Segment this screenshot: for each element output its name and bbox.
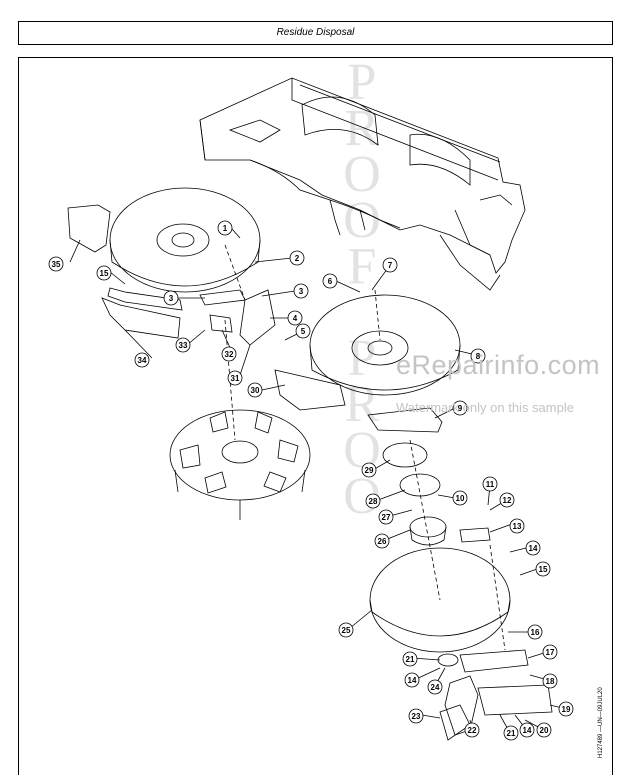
hub-plate-29 [382, 442, 428, 468]
callout-28: 28 [369, 497, 378, 506]
band-15 [107, 287, 183, 311]
callout-33: 33 [179, 341, 188, 350]
callout-15b: 15 [539, 565, 548, 574]
callout-8: 8 [476, 352, 481, 361]
spreader-disk-lower [169, 409, 311, 520]
callout-29: 29 [365, 466, 374, 475]
spreader-disk-upper [109, 187, 261, 293]
callout-17: 17 [546, 648, 555, 657]
callout-5: 5 [301, 327, 306, 336]
spreader-disk-25 [369, 547, 511, 653]
callout-21b: 21 [507, 729, 516, 738]
callout-21: 21 [406, 655, 415, 664]
callout-1: 1 [223, 224, 228, 233]
callout-3b: 3 [299, 287, 304, 296]
bracket-13 [459, 527, 491, 543]
callout-11: 11 [486, 480, 495, 489]
hub-plate-28 [399, 473, 441, 497]
site-watermark: eRepairinfo.com [396, 350, 601, 380]
bracket-19 [477, 684, 553, 716]
figure-reference: H127489 —UN—09JUL20 [598, 687, 604, 758]
callout-34: 34 [138, 356, 147, 365]
figure-frame [18, 57, 613, 775]
hub-24 [437, 653, 459, 667]
callout-16: 16 [531, 628, 540, 637]
page-title: Residue Disposal [276, 27, 355, 38]
callout-14b: 14 [408, 676, 417, 685]
spreader-disk-8 [309, 294, 461, 396]
callout-32: 32 [225, 350, 234, 359]
callout-26: 26 [378, 537, 387, 546]
callout-15: 15 [100, 269, 109, 278]
plate-23 [439, 704, 471, 741]
callout-10: 10 [456, 494, 465, 503]
callout-7: 7 [388, 261, 393, 270]
callout-2: 2 [295, 254, 300, 263]
callout-14c: 14 [523, 726, 532, 735]
callout-6: 6 [328, 277, 333, 286]
paddle-3 [199, 289, 246, 306]
bat-4 [239, 289, 276, 346]
arm-17 [459, 649, 529, 673]
callout-4: 4 [293, 314, 298, 323]
callout-3: 3 [169, 294, 174, 303]
assembly-lines [224, 244, 506, 651]
chassis-frame [199, 77, 526, 291]
hub-26 [409, 516, 447, 538]
callout-12: 12 [503, 496, 512, 505]
callout-19: 19 [562, 705, 571, 714]
callout-27: 27 [382, 513, 391, 522]
deflector-30 [274, 369, 346, 411]
callout-23: 23 [412, 712, 421, 721]
callout-22: 22 [468, 726, 477, 735]
deflector-34 [101, 297, 181, 339]
bat-32 [209, 314, 233, 333]
callout-14: 14 [529, 544, 538, 553]
page-header: Residue Disposal [18, 21, 613, 45]
callout-13: 13 [513, 522, 522, 531]
callout-labels: 1 2 3 3 4 5 6 7 8 9 10 11 12 13 14 14 14… [52, 224, 571, 738]
callout-24: 24 [431, 683, 440, 692]
sample-watermark-note: Watermark only on this sample [396, 400, 574, 415]
callout-9: 9 [458, 404, 463, 413]
shield-9 [367, 407, 443, 433]
callout-35: 35 [52, 260, 61, 269]
callout-31: 31 [231, 374, 240, 383]
callout-25: 25 [342, 626, 351, 635]
callout-circles [48, 220, 574, 741]
callout-30: 30 [251, 386, 260, 395]
callout-18: 18 [546, 677, 555, 686]
callout-20: 20 [540, 726, 549, 735]
shield-35 [67, 204, 111, 253]
